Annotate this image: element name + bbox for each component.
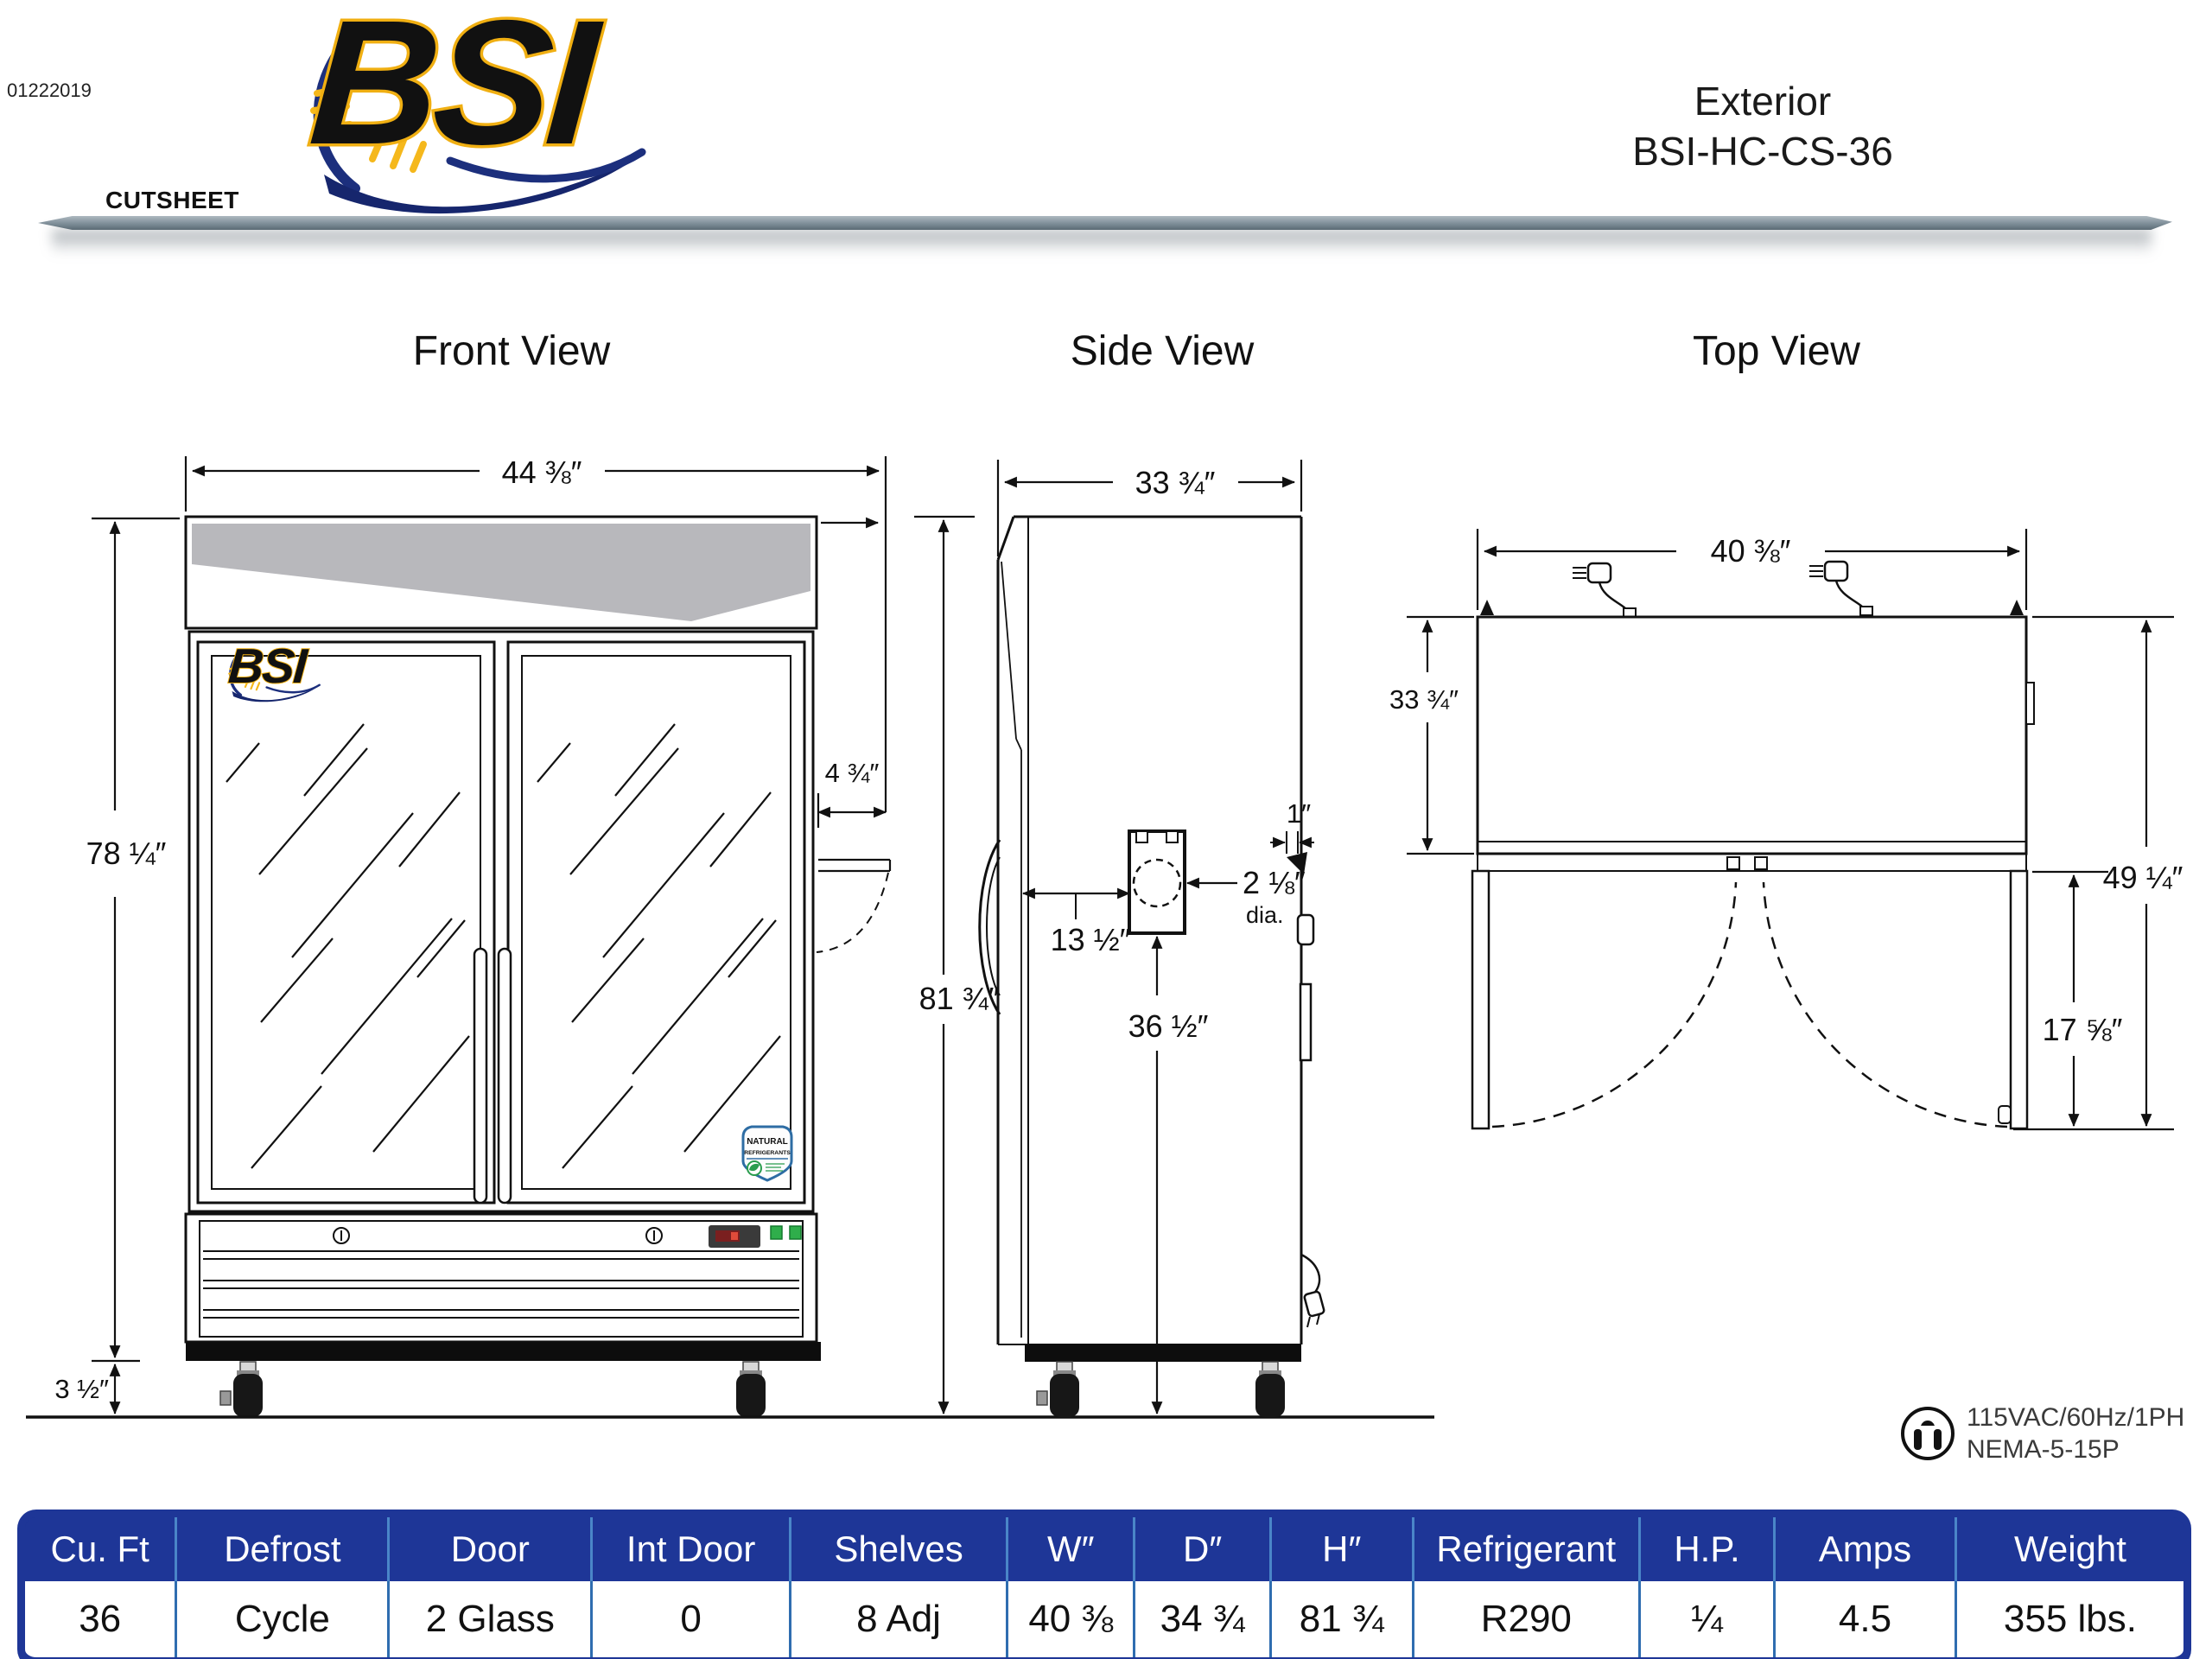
val-width: 40 ⅜ <box>1006 1581 1135 1657</box>
front-height-label: 78 ¼″ <box>86 836 167 871</box>
plug-icon <box>1809 560 1873 616</box>
top-clearance-dimension <box>1270 831 1314 874</box>
val-int-door: 0 <box>590 1581 791 1657</box>
badge-line1: NATURAL <box>747 1137 788 1147</box>
caster <box>1036 1361 1285 1417</box>
side-view-drawing: 33 ¾″ 81 ¾″ 2 ⅛″ dia. <box>914 460 1325 1417</box>
front-view-drawing: 44 ⅜″ <box>26 454 1434 1419</box>
door-swing-label: 17 ⅝″ <box>2043 1012 2123 1047</box>
power-plug-type: NEMA-5-15P <box>1967 1435 2120 1464</box>
electrical-box <box>1128 830 1186 935</box>
power-spec: 115VAC/60Hz/1PH NEMA-5-15P <box>1899 1402 2184 1465</box>
side-view-title: Side View <box>1071 328 1255 374</box>
col-refrigerant: Refrigerant <box>1411 1517 1640 1581</box>
val-door: 2 Glass <box>387 1581 592 1657</box>
front-grille <box>184 1212 818 1344</box>
thermostat-display <box>709 1225 802 1248</box>
top-depth-dimension <box>1407 615 1474 855</box>
door-bsi-logo <box>225 637 321 703</box>
side-depth-label: 33 ¾″ <box>1135 465 1216 500</box>
lock-icon <box>333 1227 663 1244</box>
top-view-drawing: 40 ⅜″ <box>1389 529 2183 1131</box>
col-defrost: Defrost <box>175 1517 389 1581</box>
spec-value-row: 36 Cycle 2 Glass 0 8 Adj 40 ⅜ 34 ¾ 81 ¾ … <box>25 1581 2183 1657</box>
val-hp: ¼ <box>1637 1581 1775 1657</box>
power-spec-text: 115VAC/60Hz/1PH NEMA-5-15P <box>1967 1402 2184 1465</box>
open-door-handle <box>1998 1105 2012 1124</box>
plug-icon <box>1573 562 1637 618</box>
natural-refrigerants-badge: NATURAL REFRIGERANTS <box>741 1125 793 1182</box>
box-height-label: 36 ½″ <box>1128 1008 1209 1044</box>
overall-depth-dimension <box>2013 615 2174 1131</box>
divider-shadow <box>52 230 2152 254</box>
hole-diameter-label: 2 ⅛″ <box>1243 865 1306 900</box>
hinge-strip <box>1299 982 1313 1062</box>
sheet-title-line1: Exterior <box>1694 79 1832 124</box>
sheet-title-line2: BSI-HC-CS-36 <box>1632 129 1893 174</box>
nema-outlet-icon <box>1901 1407 1955 1460</box>
box-offset-dimension <box>1021 887 1131 919</box>
spec-header-row: Cu. Ft Defrost Door Int Door Shelves W″ … <box>25 1517 2183 1581</box>
hinge-bracket <box>1296 913 1315 946</box>
side-height-dimension <box>914 515 975 1415</box>
handle-depth-label: 4 ¾″ <box>825 758 880 788</box>
bsi-logo <box>305 0 642 213</box>
handle-depth-dimension <box>816 793 892 953</box>
glass-reflections-left <box>226 723 470 1169</box>
door-handle-left <box>473 947 488 1205</box>
val-height: 81 ¾ <box>1268 1581 1414 1657</box>
top-depth-label: 33 ¾″ <box>1389 684 1459 715</box>
caster-height-label: 3 ½″ <box>54 1374 109 1404</box>
door-swing-dimension <box>2032 870 2108 1128</box>
col-depth: D″ <box>1133 1517 1271 1581</box>
side-depth-dimension <box>996 460 1303 556</box>
glass-reflections-right <box>537 723 781 1169</box>
power-voltage: 115VAC/60Hz/1PH <box>1967 1403 2185 1432</box>
col-amps: Amps <box>1773 1517 1956 1581</box>
front-view-title: Front View <box>413 328 611 374</box>
open-door-left <box>1471 869 1491 1130</box>
sheet-title: Exterior BSI-HC-CS-36 <box>1586 76 1940 176</box>
cutsheet-label: CUTSHEET <box>105 187 239 213</box>
overall-depth-label: 49 ¼″ <box>2103 860 2183 895</box>
col-int-door: Int Door <box>590 1517 791 1581</box>
door-swing-arc-right <box>1762 881 2008 1128</box>
power-cord <box>1300 1253 1325 1328</box>
col-shelves: Shelves <box>789 1517 1007 1581</box>
val-depth: 34 ¾ <box>1133 1581 1271 1657</box>
col-door: Door <box>387 1517 592 1581</box>
col-weight: Weight <box>1954 1517 2183 1581</box>
box-offset-label: 13 ½″ <box>1051 922 1131 957</box>
top-width-dimension <box>1476 529 2028 610</box>
caster <box>219 1361 766 1417</box>
front-width-dimension <box>184 456 887 812</box>
val-defrost: Cycle <box>175 1581 389 1657</box>
open-door-right <box>2009 869 2029 1130</box>
spec-table: Cu. Ft Defrost Door Int Door Shelves W″ … <box>17 1510 2191 1659</box>
front-width-label: 44 ⅜″ <box>502 454 582 490</box>
top-clearance-label: 1″ <box>1287 798 1311 829</box>
hole-diameter-units: dia. <box>1246 902 1284 928</box>
col-hp: H.P. <box>1637 1517 1775 1581</box>
front-height-dimension <box>92 517 180 1363</box>
side-height-label: 81 ¾″ <box>919 981 1000 1016</box>
door-handle-right <box>497 947 512 1205</box>
badge-line2: REFRIGERANTS <box>744 1150 791 1156</box>
col-cu-ft: Cu. Ft <box>25 1517 176 1581</box>
divider-bar <box>38 216 2172 230</box>
val-shelves: 8 Adj <box>789 1581 1007 1657</box>
col-width: W″ <box>1006 1517 1135 1581</box>
date-stamp: 01222019 <box>7 79 92 101</box>
val-cu-ft: 36 <box>25 1581 176 1657</box>
top-width-label: 40 ⅜″ <box>1711 533 1791 569</box>
col-height: H″ <box>1268 1517 1414 1581</box>
val-refrigerant: R290 <box>1411 1581 1640 1657</box>
val-amps: 4.5 <box>1773 1581 1956 1657</box>
top-view-title: Top View <box>1693 328 1860 374</box>
val-weight: 355 lbs. <box>1954 1581 2183 1657</box>
door-swing-arc-left <box>1491 881 1738 1128</box>
